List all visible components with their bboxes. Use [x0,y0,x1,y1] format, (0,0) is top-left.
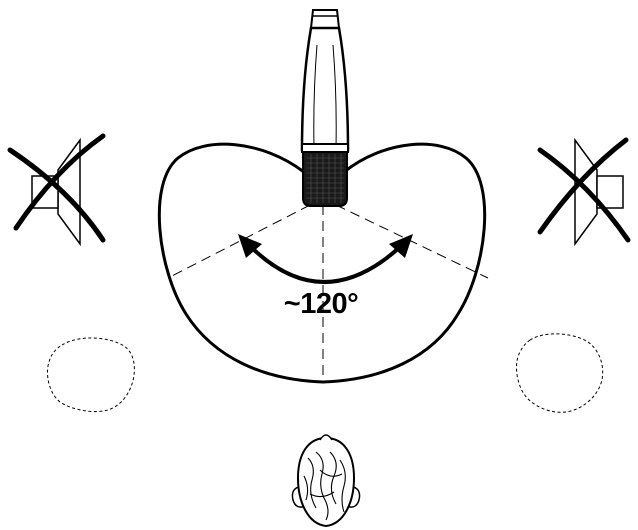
left-monitor-crossed [7,133,106,247]
right-angle-line [335,204,489,279]
left-speaker-icon [31,137,81,247]
right-cross-stroke-a [537,147,631,243]
performer-head-icon [291,434,361,528]
arc-arrowhead-left [238,234,262,258]
angle-arc [238,234,413,284]
right-cross-stroke-b [537,137,629,235]
right-monitor-crossed [537,137,631,247]
right-speaker-icon [574,137,624,247]
left-ghost-head-icon [47,337,135,413]
left-cross-stroke-b [13,133,106,231]
arc-arrowhead-right [389,234,413,258]
left-angle-line [167,204,311,279]
microphone-icon [300,9,350,207]
pickup-angle-label: ~120° [283,288,359,320]
left-cross-stroke-a [7,147,106,243]
right-ghost-head-icon [516,333,604,413]
pickup-angle-lines [167,204,489,382]
